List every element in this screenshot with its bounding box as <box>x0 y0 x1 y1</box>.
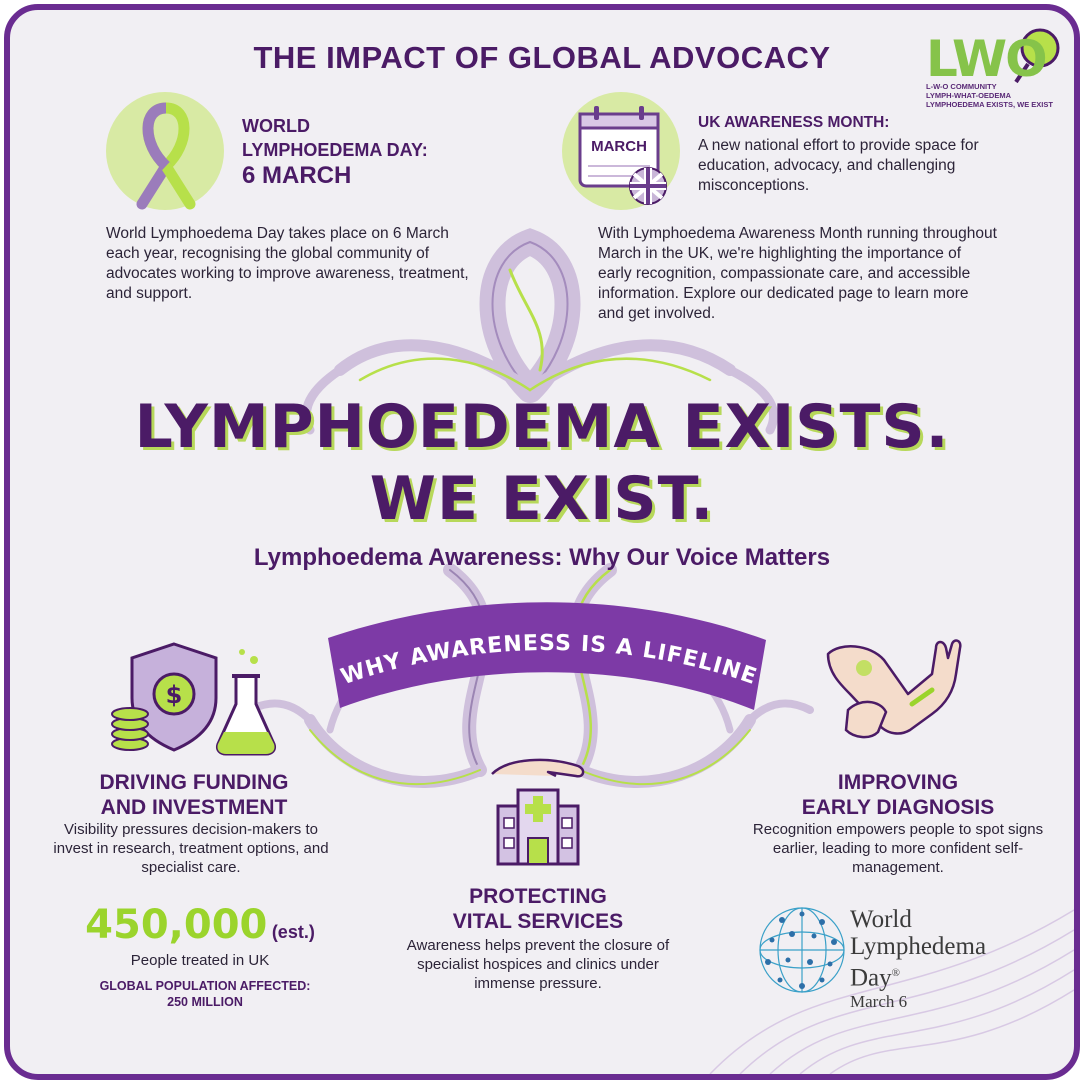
magnifier-icon <box>1014 28 1060 84</box>
stat-number: 450,000 <box>85 902 268 948</box>
world-day-body: World Lymphoedema Day takes place on 6 M… <box>106 225 469 302</box>
awareness-ribbon-icon <box>136 102 196 210</box>
uk-month-intro: A new national effort to provide space f… <box>698 137 979 194</box>
calendar-label: MARCH <box>591 138 647 155</box>
stat-est: (est.) <box>271 922 315 942</box>
diagnosis-title: IMPROVING EARLY DIAGNOSIS <box>801 771 995 819</box>
globe-dots-icon <box>759 907 845 993</box>
logo-subtitle: L-W-O COMMUNITY LYMPH-WHAT-OEDEMA LYMPHO… <box>926 82 1053 109</box>
funding-title: DRIVING FUNDING AND INVESTMENT <box>99 771 289 819</box>
page-title: THE IMPACT OF GLOBAL ADVOCACY <box>253 40 831 75</box>
funding-body: Visibility pressures decision-makers to … <box>53 821 329 876</box>
diagnosis-body: Recognition empowers people to spot sign… <box>752 821 1044 876</box>
caring-hand-icon <box>491 758 585 778</box>
infographic-poster: THE IMPACT OF GLOBAL ADVOCACY LWO L-W-O … <box>4 4 1080 1080</box>
uk-month-body: With Lymphoedema Awareness Month running… <box>598 225 997 322</box>
stat-number-row: 450,000 (est.) <box>70 902 330 948</box>
funding-illustration: $ <box>111 642 276 756</box>
svg-text:$: $ <box>166 681 183 709</box>
lifeline-banner: WHY AWARENESS IS A LIFELINE <box>328 602 766 710</box>
uk-flag-icon <box>629 167 667 205</box>
logo-mark: LWO <box>926 30 1048 88</box>
hospital-illustration <box>491 758 585 866</box>
stat-global: GLOBAL POPULATION AFFECTED: 250 MILLION <box>99 979 311 1009</box>
services-body: Awareness helps prevent the closure of s… <box>406 937 670 992</box>
headline-line2: WE EXIST. <box>369 464 715 534</box>
arm-icon <box>826 639 962 739</box>
coins-icon <box>111 707 149 751</box>
headline-line1: LYMPHOEDEMA EXISTS. <box>134 392 950 462</box>
wld-logo-text: World Lymphedema Day® March 6 <box>850 906 987 1012</box>
world-day-date: 6 MARCH <box>242 162 352 189</box>
services-title: PROTECTING VITAL SERVICES <box>452 885 624 933</box>
headline-subtitle: Lymphoedema Awareness: Why Our Voice Mat… <box>253 544 831 571</box>
stat-label: People treated in UK <box>130 952 270 969</box>
flask-icon <box>216 649 276 756</box>
lwo-logo: LWO L-W-O COMMUNITY LYMPH-WHAT-OEDEMA LY… <box>918 24 1068 124</box>
uk-month-title: UK AWARENESS MONTH: <box>698 114 890 131</box>
calendar-icon <box>578 106 660 188</box>
hospital-icon <box>496 788 580 866</box>
world-day-title: WORLD LYMPHOEDEMA DAY: <box>242 116 428 160</box>
